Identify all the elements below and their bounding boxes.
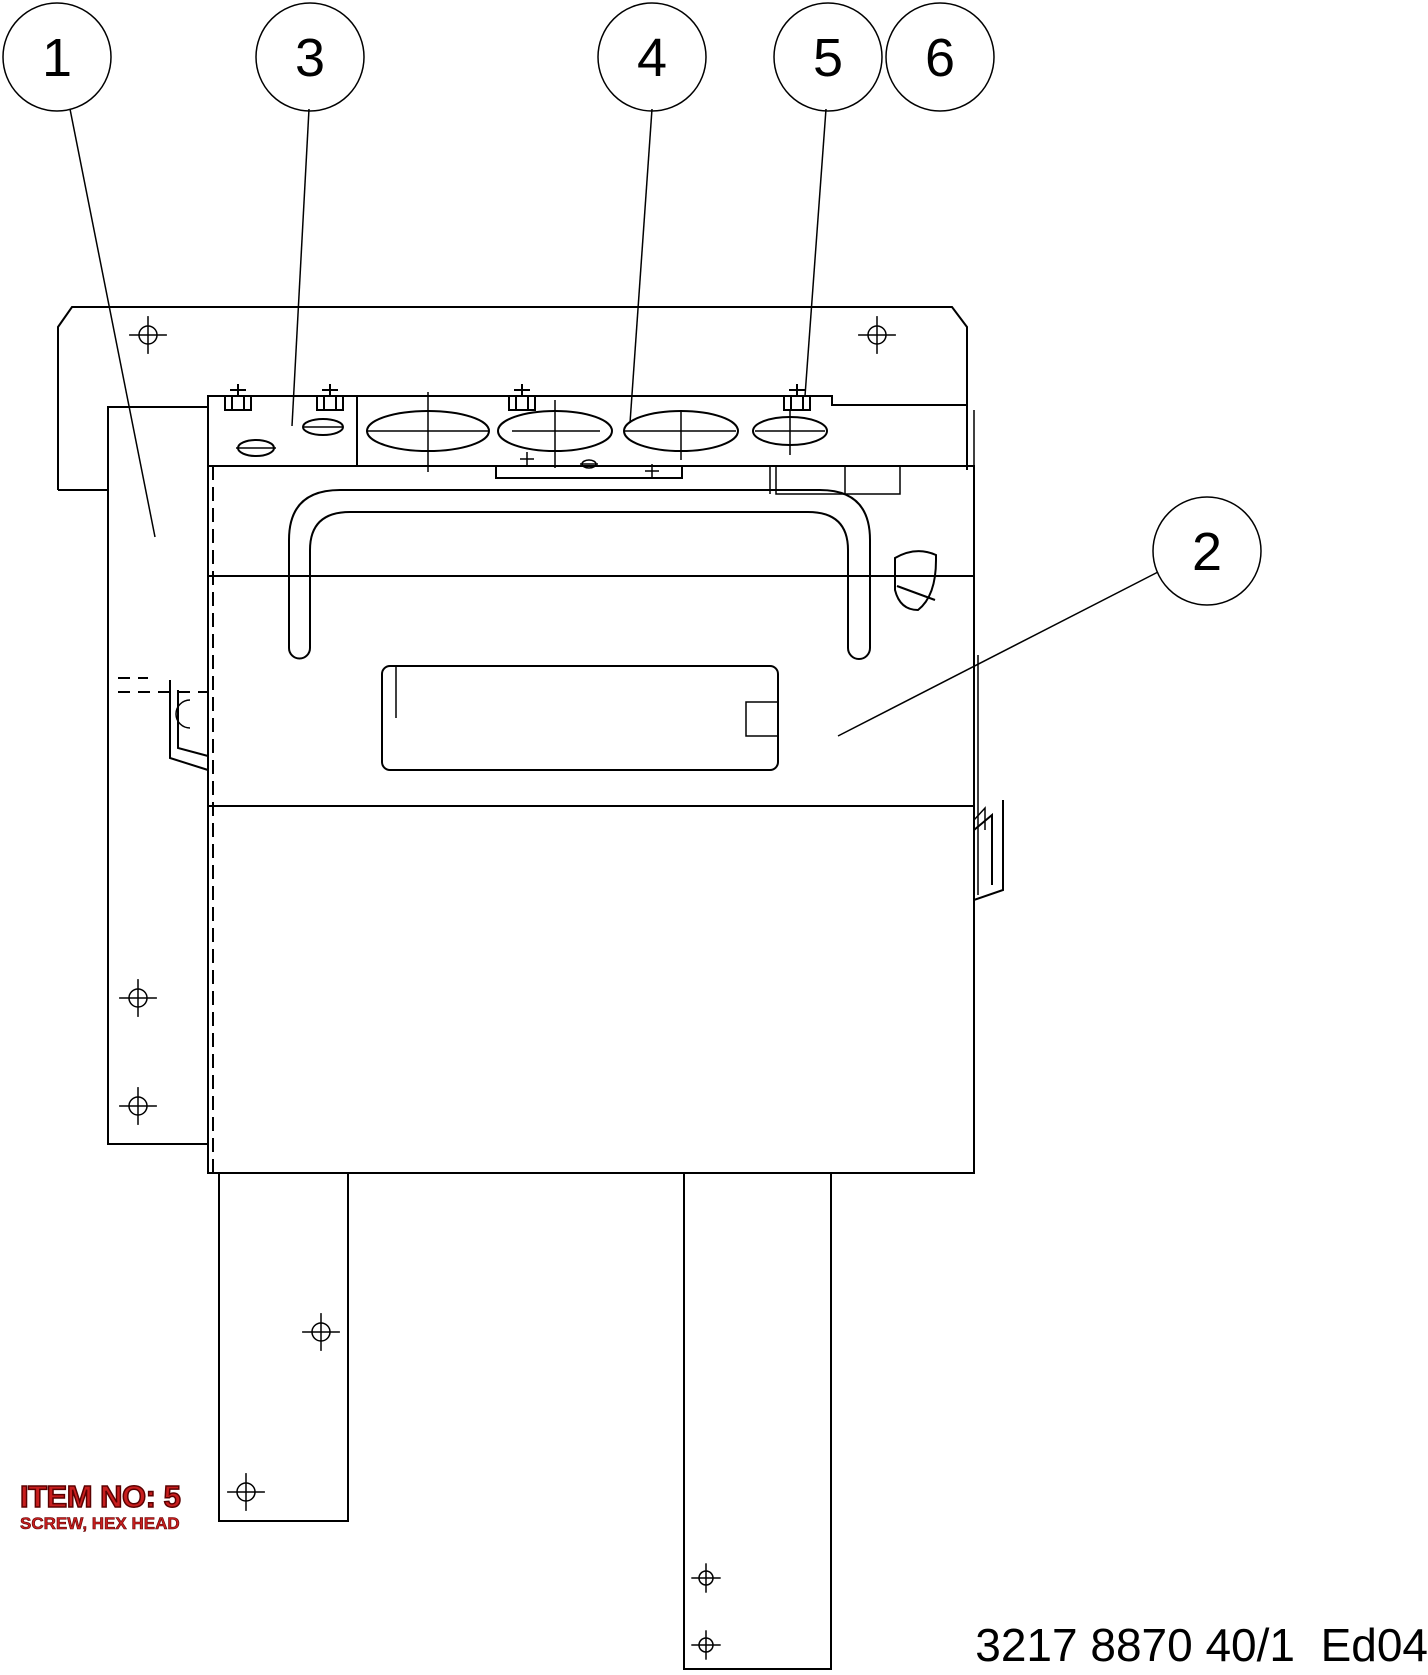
left-leg: [218, 1172, 349, 1522]
item-number-title: ITEM NO: 5: [19, 1479, 181, 1515]
mounting-hole-crosshair: [119, 979, 157, 1017]
callout-number: 6: [925, 28, 955, 88]
callout-balloon: 6: [885, 2, 995, 112]
hex-screw-item-5: [316, 384, 344, 411]
mounting-hole-crosshair: [129, 316, 167, 354]
hex-screw-item-5: [508, 384, 536, 411]
mounting-hole-crosshair: [691, 1630, 721, 1660]
callout-balloon: 3: [255, 2, 365, 112]
callout-balloon: 5: [773, 2, 883, 112]
callout-number: 4: [637, 28, 667, 88]
mounting-hole-crosshair: [691, 1563, 721, 1593]
callout-number: 1: [42, 28, 72, 88]
right-leg: [683, 1172, 832, 1670]
callout-balloons: 1 3 4 5 6 2: [2, 2, 1262, 606]
main-box-part-2: [207, 410, 1004, 1174]
item-note: ITEM NO: 5 SCREW, HEX HEAD: [19, 1479, 181, 1534]
item-description: SCREW, HEX HEAD: [20, 1514, 180, 1534]
mounting-hole-crosshair: [858, 316, 896, 354]
mounting-holes: [119, 316, 896, 1660]
hex-screw-item-5: [783, 384, 811, 411]
callout-number: 3: [295, 28, 325, 88]
callout-number: 2: [1192, 522, 1222, 582]
leader-lines: [69, 108, 1159, 737]
callout-balloon: 1: [2, 2, 112, 112]
mounting-hole-crosshair: [119, 1087, 157, 1125]
drawing-number: 3217 8870 40/1 Ed04: [975, 1619, 1428, 1671]
top-rail-assembly: [207, 384, 968, 495]
hex-screw-item-5: [224, 384, 252, 411]
side-bracket-part-1: [107, 406, 209, 1145]
mounting-hole-crosshair: [227, 1473, 265, 1511]
callout-balloon: 2: [1152, 496, 1262, 606]
callout-number: 5: [813, 28, 843, 88]
top-mounting-plate: [57, 306, 968, 491]
callout-balloon: 4: [597, 2, 707, 112]
mounting-hole-crosshair: [302, 1313, 340, 1351]
